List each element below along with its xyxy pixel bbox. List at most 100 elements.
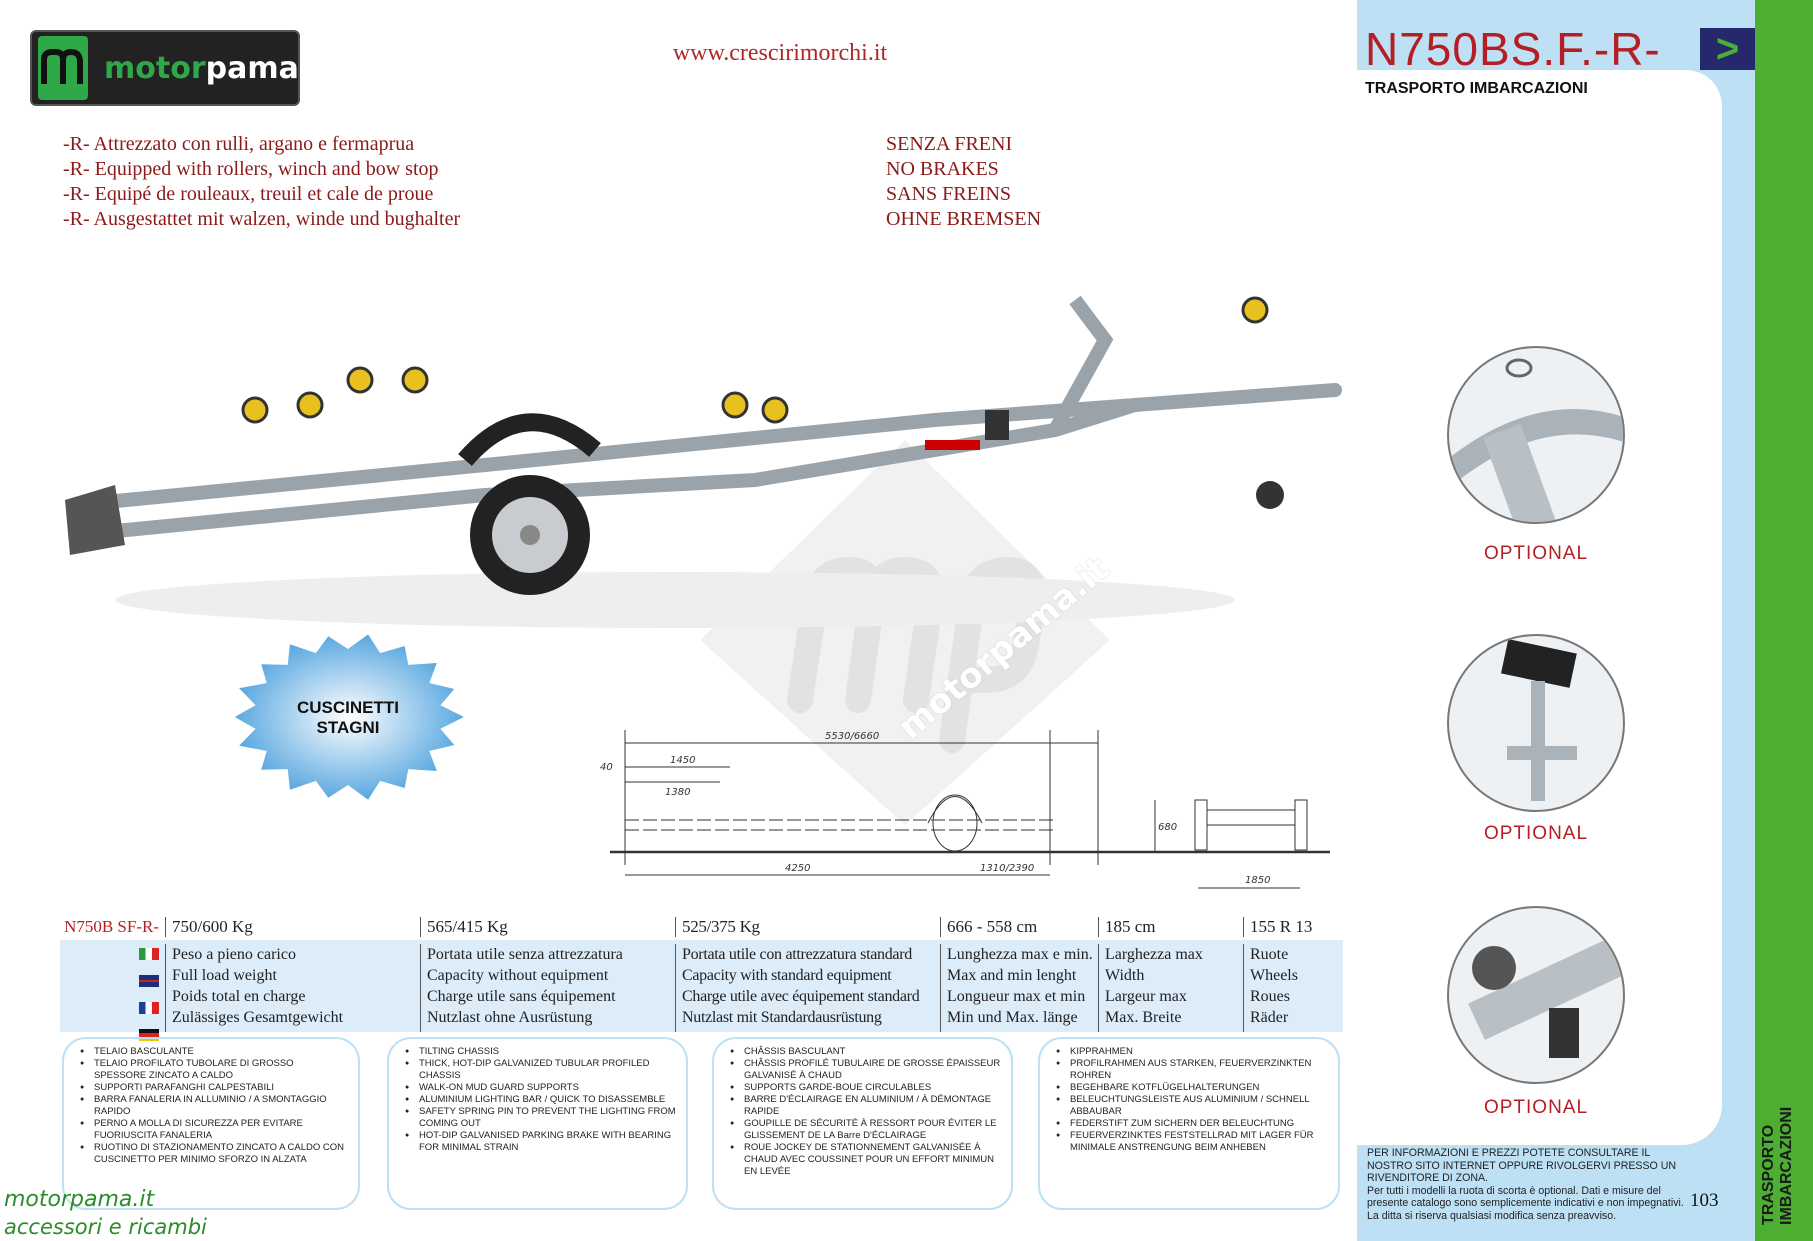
features-box-it: TELAIO BASCULANTETELAIO PROFILATO TUBOLA… (62, 1037, 360, 1210)
site-watermark: motorpama.it (4, 1187, 155, 1212)
label-de: Max. Breite (1105, 1009, 1182, 1026)
feature-item: SUPPORTI PARAFANGHI CALPESTABILI (80, 1082, 348, 1094)
features-box-en: TILTING CHASSISTHICK, HOT-DIP GALVANIZED… (387, 1037, 688, 1210)
product-title: N750BS.F.-R- (1365, 23, 1661, 75)
footer-note-line: Per tutti i modelli la ruota di scorta è… (1367, 1184, 1684, 1210)
uk-flag-icon (139, 975, 159, 987)
feature-item: PERNO A MOLLA DI SICUREZZA PER EVITARE F… (80, 1118, 348, 1142)
svg-text:4250: 4250 (785, 863, 810, 874)
equipment-description: -R- Attrezzato con rulli, argano e ferma… (63, 132, 460, 232)
chevron-right-icon: > (1715, 27, 1740, 71)
language-flags (60, 944, 165, 1041)
spec-value: 750/600 Kg (165, 917, 420, 937)
feature-item: BARRA FANALERIA IN ALLUMINIO / A SMONTAG… (80, 1094, 348, 1118)
svg-text:1380: 1380 (665, 787, 690, 798)
svg-text:1850: 1850 (1245, 875, 1270, 886)
feature-item: KIPPRAHMEN (1056, 1046, 1328, 1058)
feature-item: CHÂSSIS PROFILÉ TUBULAIRE DE GROSSE ÉPAI… (730, 1058, 1001, 1082)
footer-note: PER INFORMAZIONI E PREZZI POTETE CONSULT… (1367, 1147, 1697, 1223)
feature-item: BELEUCHTUNGSLEISTE AUS ALUMINIUM / SCHNE… (1056, 1094, 1328, 1118)
feature-item: SUPPORTS GARDE-BOUE CIRCULABLES (730, 1082, 1001, 1094)
brakes-line-de: OHNE BREMSEN (886, 208, 1042, 230)
brakes-line-it: SENZA FRENI (886, 133, 1013, 155)
feature-item: CHÂSSIS BASCULANT (730, 1046, 1001, 1058)
svg-text:CUSCINETTI: CUSCINETTI (297, 698, 399, 717)
feature-item: SAFETY SPRING PIN TO PREVENT THE LIGHTIN… (405, 1106, 676, 1130)
model-code: N750B SF-R- (64, 917, 159, 936)
features-box-de: KIPPRAHMENPROFILRAHMEN AUS STARKEN, FEUE… (1038, 1037, 1340, 1210)
footer-note-line: PER INFORMAZIONI E PREZZI POTETE CONSULT… (1367, 1147, 1677, 1185)
optional-image-walkway (1447, 906, 1625, 1084)
feature-item: RUOTINO DI STAZIONAMENTO ZINCATO A CALDO… (80, 1142, 348, 1166)
label-de: Nutzlast mit Standardausrüstung (682, 1009, 882, 1026)
optional-label: OPTIONAL (1483, 823, 1589, 844)
label-en: Max and min lenght (947, 967, 1077, 984)
spec-value: 155 R 13 (1243, 917, 1343, 937)
feature-item: FEUERVERZINKTES FESTSTELLRAD MIT LAGER F… (1056, 1130, 1328, 1154)
label-de: Nutzlast ohne Ausrüstung (427, 1009, 593, 1026)
label-de: Min und Max. länge (947, 1009, 1078, 1026)
next-page-button[interactable]: > (1700, 28, 1755, 70)
feature-item: ALUMINIUM LIGHTING BAR / QUICK TO DISASS… (405, 1094, 676, 1106)
section-label: TRASPORTO IMBARCAZIONI (1760, 1106, 1795, 1225)
website-link[interactable]: www.crescirimorchi.it (672, 40, 888, 66)
feature-item: WALK-ON MUD GUARD SUPPORTS (405, 1082, 676, 1094)
svg-text:680: 680 (1158, 822, 1177, 833)
feature-item: TELAIO PROFILATO TUBOLARE DI GROSSO SPES… (80, 1058, 348, 1082)
logo-text: motorpama (104, 50, 299, 86)
svg-text:STAGNI: STAGNI (317, 718, 380, 737)
feature-item: THICK, HOT-DIP GALVANIZED TUBULAR PROFIL… (405, 1058, 676, 1082)
label-fr: Charge utile sans équipement (427, 988, 616, 1005)
sealed-bearings-badge: CUSCINETTI STAGNI (234, 635, 464, 800)
label-en: Width (1105, 967, 1145, 984)
equipment-line-de: -R- Ausgestattet mit walzen, winde und b… (63, 208, 461, 230)
label-en: Wheels (1250, 967, 1298, 984)
footer-note-line: La ditta si riserva qualsiasi modifica s… (1367, 1209, 1617, 1222)
section-tab (1755, 0, 1813, 1241)
svg-text:40: 40 (600, 762, 613, 773)
label-en: Capacity with standard equipment (682, 967, 892, 984)
feature-item: BARRE D'ÉCLAIRAGE EN ALUMINIUM / À DÉMON… (730, 1094, 1001, 1118)
svg-text:1310/2390: 1310/2390 (980, 863, 1034, 874)
page-number: 103 (1690, 1190, 1719, 1211)
label-it: Lunghezza max e min. (947, 946, 1093, 963)
brakes-line-fr: SANS FREINS (886, 183, 1012, 205)
spec-value: 666 - 558 cm (940, 917, 1098, 937)
site-watermark-tagline: accessori e ricambi (4, 1215, 207, 1239)
label-fr: Largeur max (1105, 988, 1187, 1005)
optional-image-bow-stop (1447, 346, 1625, 524)
equipment-line-en: -R- Equipped with rollers, winch and bow… (63, 158, 439, 180)
feature-item: ROUE JOCKEY DE STATIONNEMENT GALVANISÉE … (730, 1142, 1001, 1178)
label-it: Peso a pieno carico (172, 946, 296, 963)
brakes-line-en: NO BRAKES (886, 158, 999, 180)
optional-image-roller-support (1447, 634, 1625, 812)
equipment-line-fr: -R- Equipé de rouleaux, treuil et cale d… (63, 183, 434, 205)
label-fr: Charge utile avec équipement standard (682, 988, 920, 1005)
label-en: Full load weight (172, 967, 277, 984)
france-flag-icon (139, 1002, 159, 1014)
optional-label: OPTIONAL (1483, 1097, 1589, 1118)
technical-drawing: 5530/6660 40 1450 1380 4250 1310/2390 68… (600, 730, 1330, 889)
spec-value: 185 cm (1098, 917, 1243, 937)
specs-table: N750B SF-R- 750/600 Kg 565/415 Kg 525/37… (60, 910, 1343, 1041)
feature-item: FEDERSTIFT ZUM SICHERN DER BELEUCHTUNG (1056, 1118, 1328, 1130)
optional-label: OPTIONAL (1483, 543, 1589, 564)
features-box-fr: CHÂSSIS BASCULANTCHÂSSIS PROFILÉ TUBULAI… (712, 1037, 1013, 1210)
feature-item: TILTING CHASSIS (405, 1046, 676, 1058)
label-en: Capacity without equipment (427, 967, 609, 984)
label-it: Ruote (1250, 946, 1289, 963)
trailer-photo (65, 295, 1342, 628)
feature-item: PROFILRAHMEN AUS STARKEN, FEUERVERZINKTE… (1056, 1058, 1328, 1082)
feature-item: HOT-DIP GALVANISED PARKING BRAKE WITH BE… (405, 1130, 676, 1154)
spec-value: 525/375 Kg (675, 917, 940, 937)
brakes-description: SENZA FRENI NO BRAKES SANS FREINS OHNE B… (886, 132, 1041, 232)
label-de: Zulässiges Gesamtgewicht (172, 1009, 344, 1026)
specs-values-row: N750B SF-R- 750/600 Kg 565/415 Kg 525/37… (60, 910, 1343, 937)
